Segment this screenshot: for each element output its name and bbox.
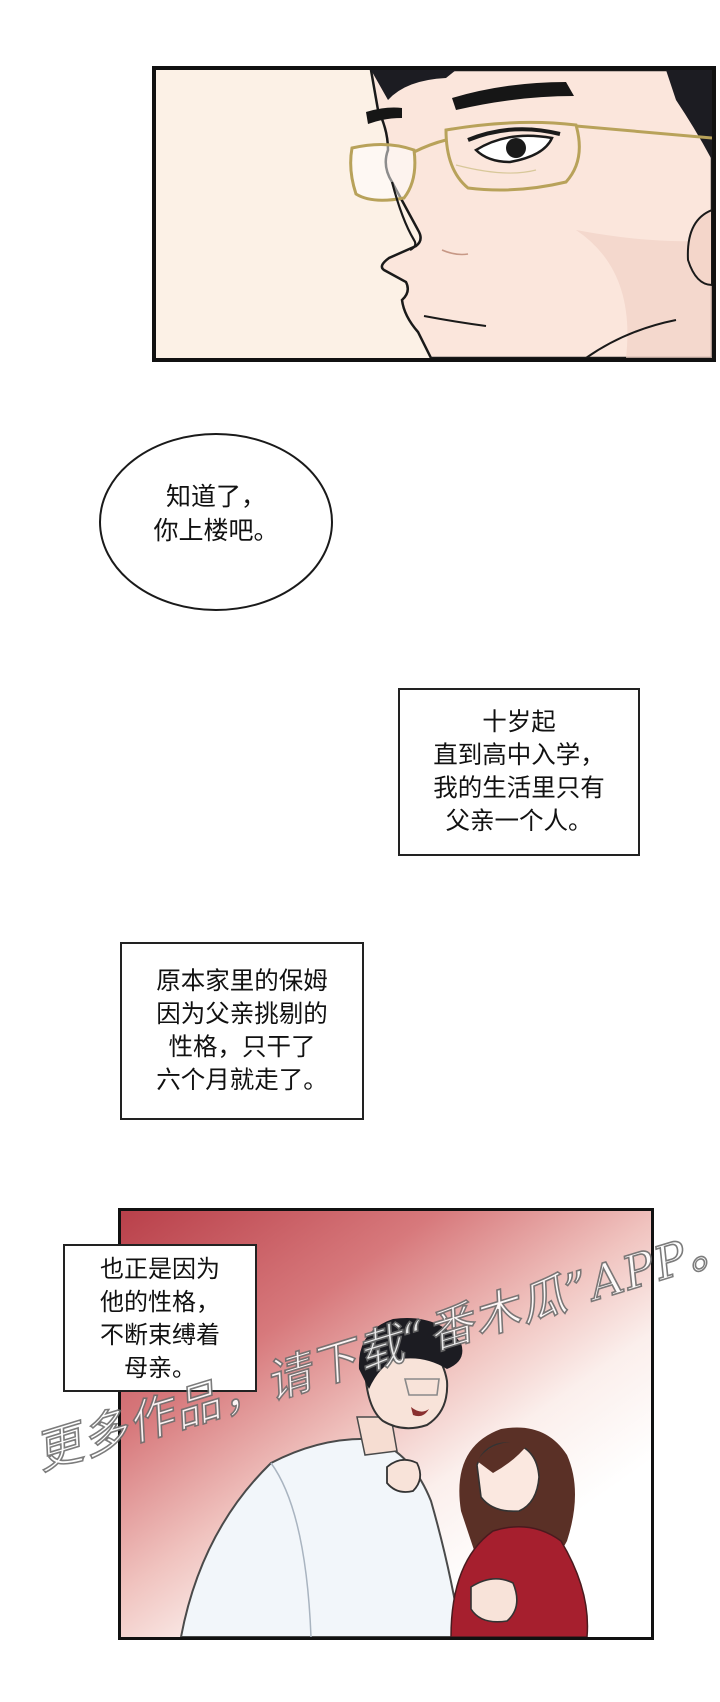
narration-line: 不断束缚着 [100,1321,220,1349]
narration-line: 性格，只干了 [168,1032,316,1061]
speech-bubble: 知道了， 你上楼吧。 [98,432,334,612]
narration-line: 直到高中入学， [433,740,605,769]
speech-bubble-text: 知道了， 你上楼吧。 [98,480,334,548]
narration-line: 原本家里的保姆 [156,966,328,995]
speech-line-1: 知道了， [165,482,266,511]
man-glasses-illustration [349,70,712,358]
narration-line: 六个月就走了。 [156,1065,328,1094]
narration-box-childhood: 十岁起 直到高中入学， 我的生活里只有 父亲一个人。 [398,688,640,856]
speech-line-2: 你上楼吧。 [153,516,279,545]
comic-panel-closeup [152,66,716,362]
narration-line: 因为父亲挑剔的 [156,999,328,1028]
narration-line: 母亲。 [124,1354,196,1382]
narration-line: 他的性格， [100,1288,220,1316]
speech-bubble-outline [99,433,333,611]
narration-line: 我的生活里只有 [433,773,605,802]
narration-box-mother: 也正是因为 他的性格， 不断束缚着 母亲。 [63,1244,257,1392]
couple-illustration [179,1318,589,1637]
narration-line: 父亲一个人。 [445,806,593,835]
narration-line: 十岁起 [482,707,556,736]
narration-line: 也正是因为 [100,1255,220,1283]
narration-box-nanny: 原本家里的保姆 因为父亲挑剔的 性格，只干了 六个月就走了。 [120,942,364,1120]
